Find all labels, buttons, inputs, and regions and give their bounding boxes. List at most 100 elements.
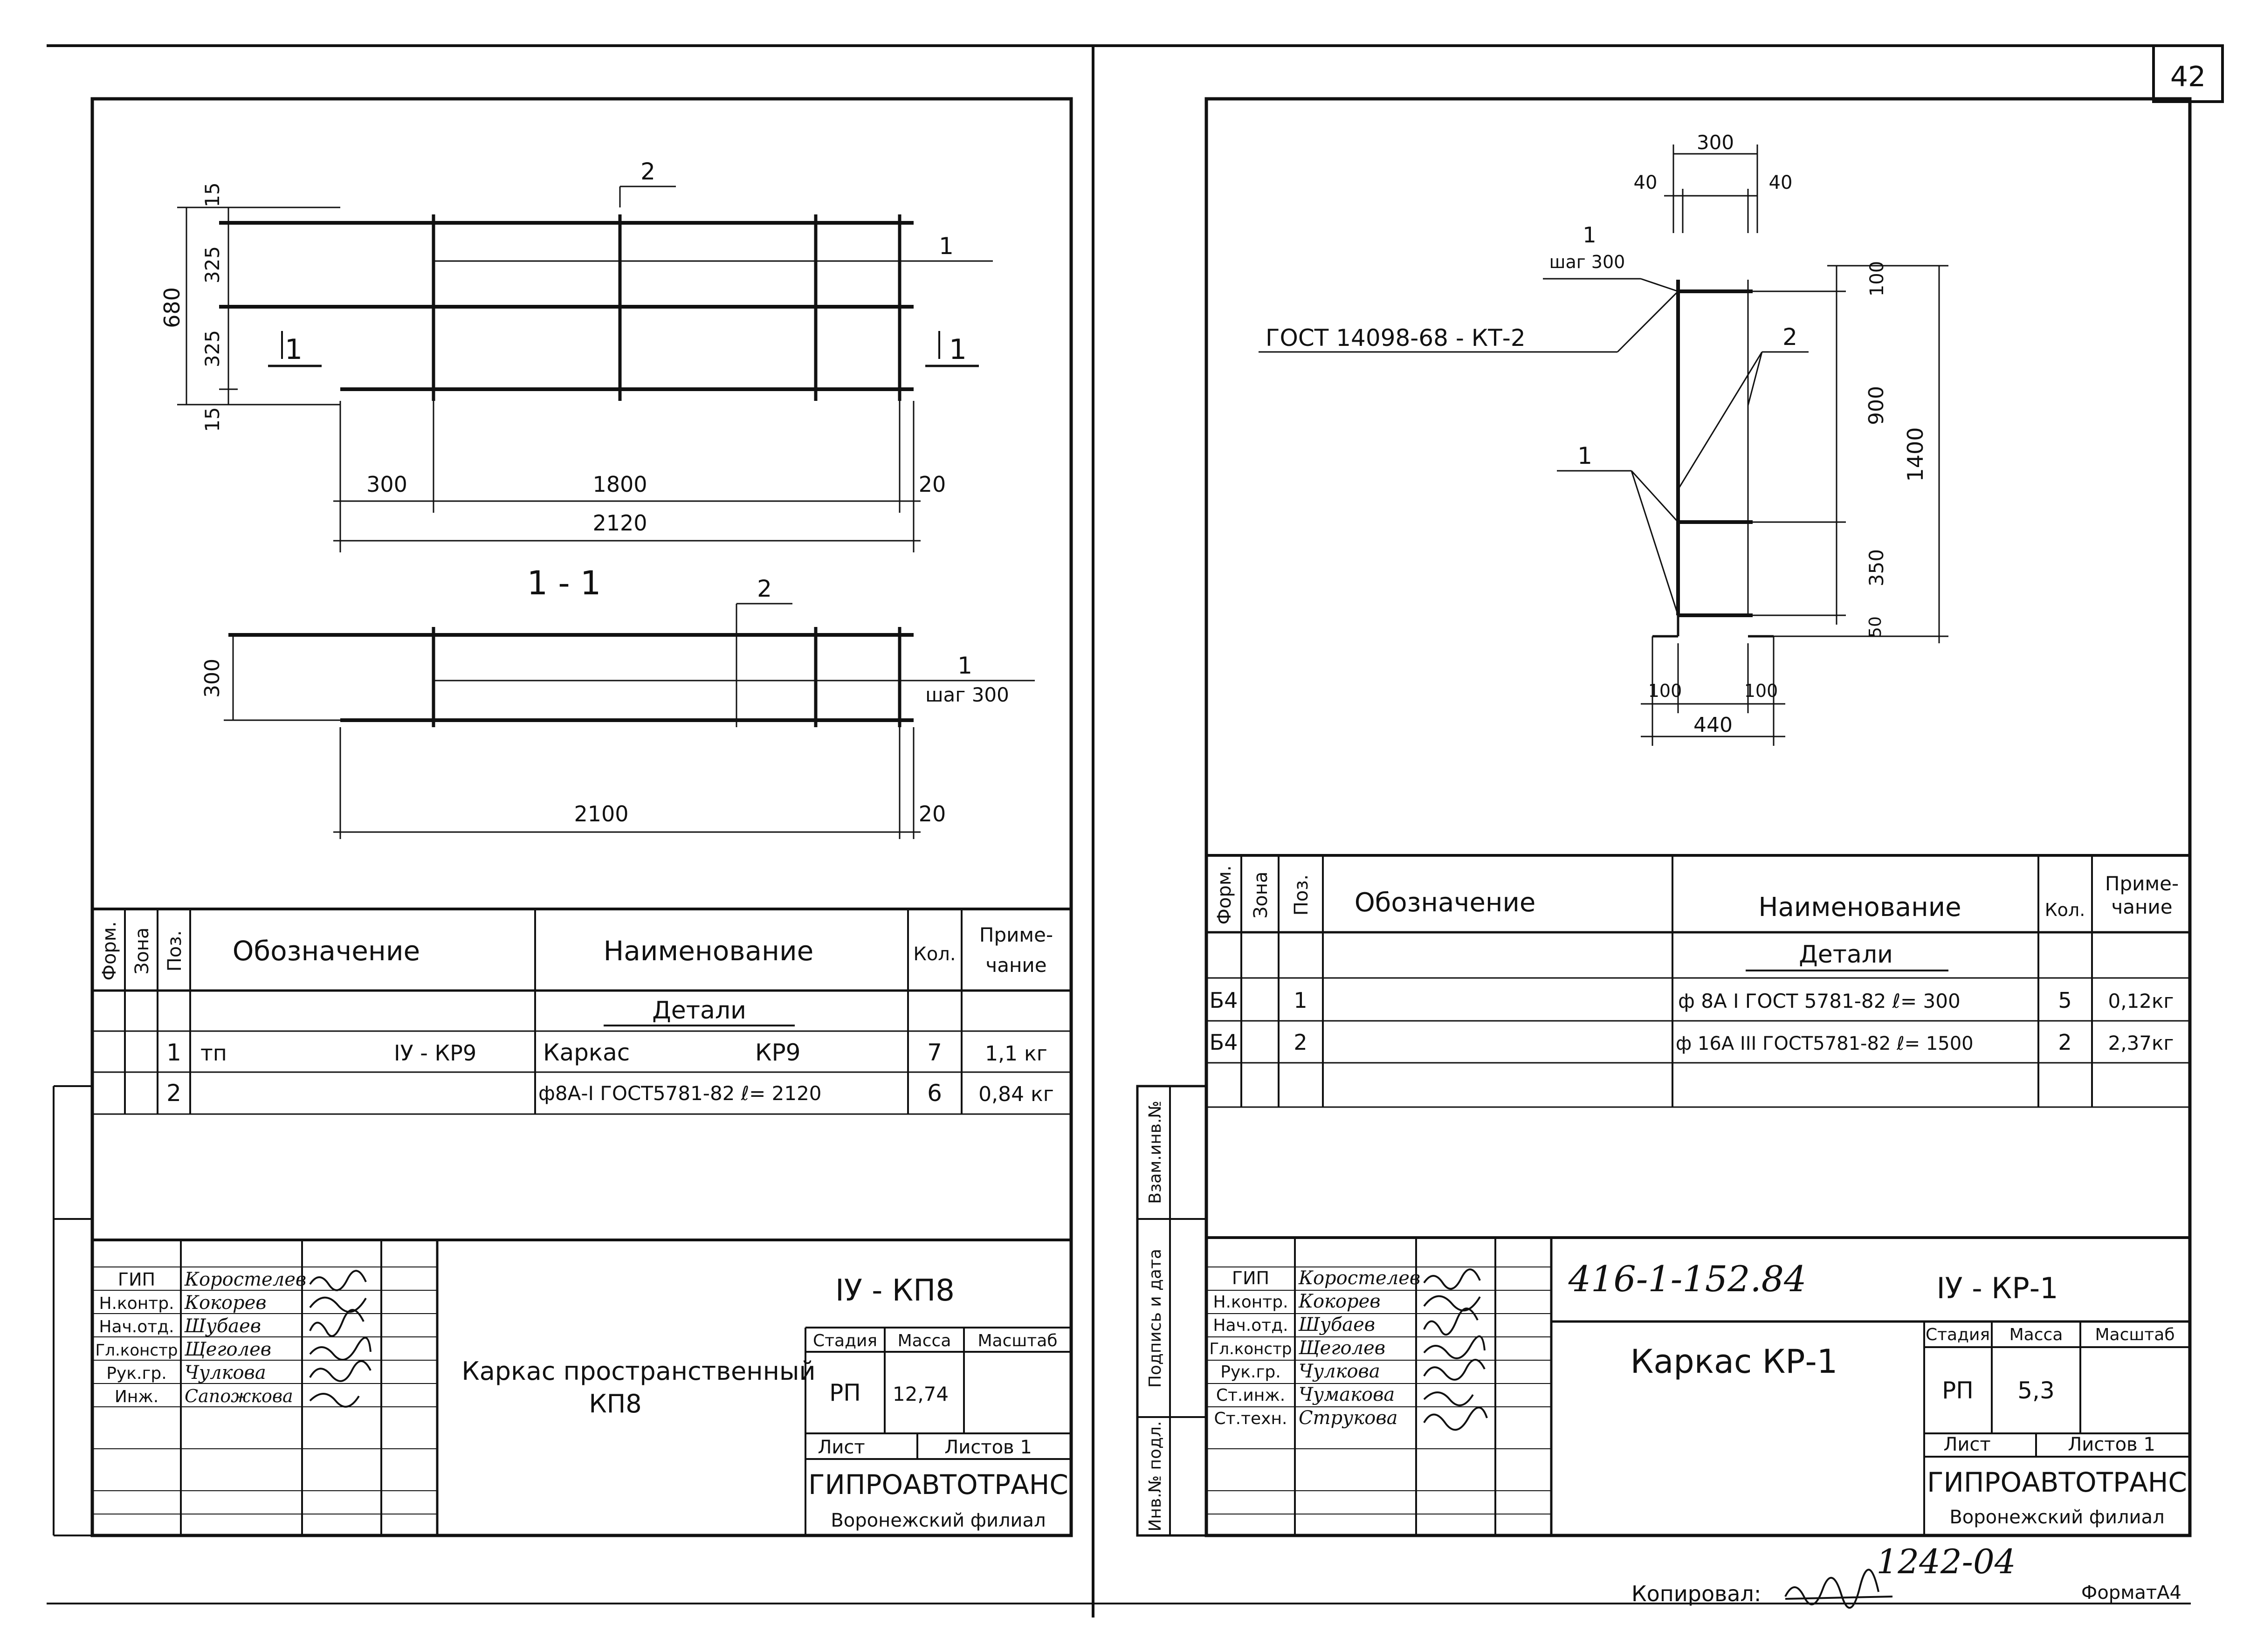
section-mark-left: 1 (285, 333, 303, 366)
side-stamp: Взам.инв.№ Подпись и дата Инв.№ подл. (1136, 1085, 1208, 1537)
row1-designation-ref: IУ - КР9 (394, 1040, 476, 1066)
callout-2-section: 2 (757, 575, 772, 602)
rtb-branch: Воронежский филиал (1949, 1507, 2164, 1528)
row1-name: Каркас (543, 1039, 630, 1066)
row1-name-ref: КР9 (755, 1039, 800, 1066)
step-note: шаг 300 (1549, 252, 1625, 272)
rtb-mass-label: Масса (2009, 1325, 2063, 1344)
row1-pos: 1 (166, 1039, 181, 1066)
right-spec-table: Форм. Зона Поз. Обозначение Наименование… (1206, 854, 2190, 1108)
rtb-sheets-label: Листов 1 (2068, 1434, 2155, 1455)
tb-name-1: Коростелев (184, 1269, 306, 1290)
rtb-scale-label: Масштаб (2095, 1325, 2174, 1344)
r-row1-form: Б4 (1210, 988, 1238, 1013)
tb-org: ГИПРОАВТОТРАНС (808, 1469, 1068, 1501)
rtb-stage-label: Стадия (1926, 1325, 1990, 1344)
section-mark-right: 1 (949, 333, 967, 366)
tb-name-6: Сапожкова (185, 1386, 293, 1406)
dim-440: 440 (1693, 713, 1733, 737)
signatures (1423, 1268, 1488, 1431)
header-note-line2: чание (985, 954, 1046, 977)
dim-300-top: 300 (1697, 131, 1734, 154)
stamp-replace-inv: Взам.инв.№ (1146, 1101, 1165, 1204)
gost-ref: ГОСТ 14098-68 - КТ-2 (1266, 324, 1526, 351)
rtb-name-2: Кокорев (1298, 1291, 1381, 1312)
rtb-role-3: Нач.отд. (1213, 1316, 1288, 1335)
rtb-name-7: Струкова (1299, 1407, 1397, 1429)
r-header-name: Наименование (1758, 892, 1961, 922)
rtb-name-3: Шубаев (1298, 1314, 1375, 1335)
dim-20: 20 (919, 472, 946, 497)
left-sheet: 15 325 325 15 680 1 1 2 1 3 (53, 97, 1073, 1537)
tb-role-4: Гл.констр (96, 1341, 178, 1360)
tb-role-5: Рук.гр. (106, 1364, 166, 1383)
dim-350: 350 (1865, 549, 1888, 586)
r-row2-note: 2,37кг (2108, 1032, 2174, 1054)
section-1-1: 1 - 1 300 2 1 шаг 300 2100 (200, 564, 1035, 839)
r-header-form: Форм. (1214, 865, 1235, 924)
rtb-org: ГИПРОАВТОТРАНС (1927, 1466, 2187, 1498)
tb-scale-label: Масштаб (977, 1331, 1057, 1350)
header-note-line1: Приме- (979, 923, 1053, 946)
r-header-pos: Поз. (1291, 874, 1312, 916)
section-dim-2100: 2100 (574, 801, 628, 826)
row1-note: 1,1 кг (985, 1042, 1047, 1066)
dim-40-right: 40 (1769, 172, 1793, 193)
r-header-note-line1: Приме- (2105, 872, 2179, 895)
header-qty: Кол. (913, 943, 956, 965)
dim-40-left: 40 (1634, 172, 1658, 193)
tb-stage: РП (829, 1379, 861, 1406)
rtb-role-1: ГИП (1232, 1268, 1269, 1288)
dim-900: 900 (1865, 386, 1888, 425)
frame-kp1-drawing: 300 40 40 1 шаг 300 ГОСТ 14098-68 - КТ-2 (1259, 131, 1948, 746)
dim-50: 50 (1866, 616, 1885, 638)
callout-2-right: 2 (1782, 324, 1797, 351)
rtb-doc-number: 416-1-152.84 (1568, 1258, 1807, 1300)
format-label: ФорматА4 (2081, 1582, 2181, 1604)
tb-name-4: Щеголев (184, 1339, 271, 1360)
dim-1800: 1800 (592, 472, 647, 497)
dim-300: 300 (366, 472, 407, 497)
r-row1-qty: 5 (2058, 988, 2071, 1013)
tb-stage-label: Стадия (813, 1331, 877, 1350)
stamp-sign-date: Подпись и дата (1146, 1249, 1165, 1388)
rtb-role-2: Н.контр. (1213, 1293, 1288, 1312)
r-header-qty: Кол. (2045, 900, 2085, 920)
dim-100-right: 100 (1744, 681, 1778, 701)
row1-designation: тп (200, 1040, 227, 1066)
row2-pos: 2 (166, 1080, 181, 1107)
tb-title-line2: КП8 (589, 1389, 641, 1418)
header-pos: Поз. (164, 930, 186, 972)
right-sheet: 300 40 40 1 шаг 300 ГОСТ 14098-68 - КТ-2 (1136, 97, 2192, 1537)
tb-code: IУ - КП8 (835, 1273, 955, 1308)
copier-signature (1784, 1569, 1893, 1609)
dim-1400: 1400 (1903, 427, 1928, 482)
dim-2120: 2120 (592, 510, 647, 536)
row1-qty: 7 (927, 1039, 942, 1066)
dim-15-top: 15 (201, 182, 224, 207)
r-row1-note: 0,12кг (2108, 990, 2174, 1012)
r-row1-pos: 1 (1294, 988, 1307, 1013)
header-form: Форм. (99, 921, 120, 980)
tb-sheets-label: Листов 1 (944, 1437, 1032, 1458)
callout-2-plan: 2 (640, 158, 655, 185)
row2-note: 0,84 кг (978, 1082, 1054, 1106)
section-step-note: шаг 300 (925, 683, 1009, 706)
tb-name-3: Шубаев (184, 1315, 261, 1337)
rtb-role-6: Ст.инж. (1216, 1386, 1285, 1405)
r-header-designation: Обозначение (1355, 888, 1536, 918)
header-zone: Зона (131, 928, 153, 975)
tb-role-2: Н.контр. (99, 1294, 174, 1313)
tb-mass-label: Масса (898, 1331, 951, 1350)
signatures (309, 1270, 372, 1408)
dim-325-upper: 325 (201, 246, 224, 283)
rtb-name-6: Чумакова (1299, 1384, 1395, 1405)
r-header-note-line2: чание (2111, 895, 2172, 918)
section-dim-300: 300 (200, 659, 224, 698)
row2-qty: 6 (927, 1080, 942, 1107)
dim-100-top: 100 (1866, 261, 1888, 296)
page-number-box: 42 (2152, 44, 2224, 103)
plan-view: 15 325 325 15 680 1 1 2 1 3 (159, 158, 993, 552)
callout-1-section: 1 (957, 652, 972, 679)
